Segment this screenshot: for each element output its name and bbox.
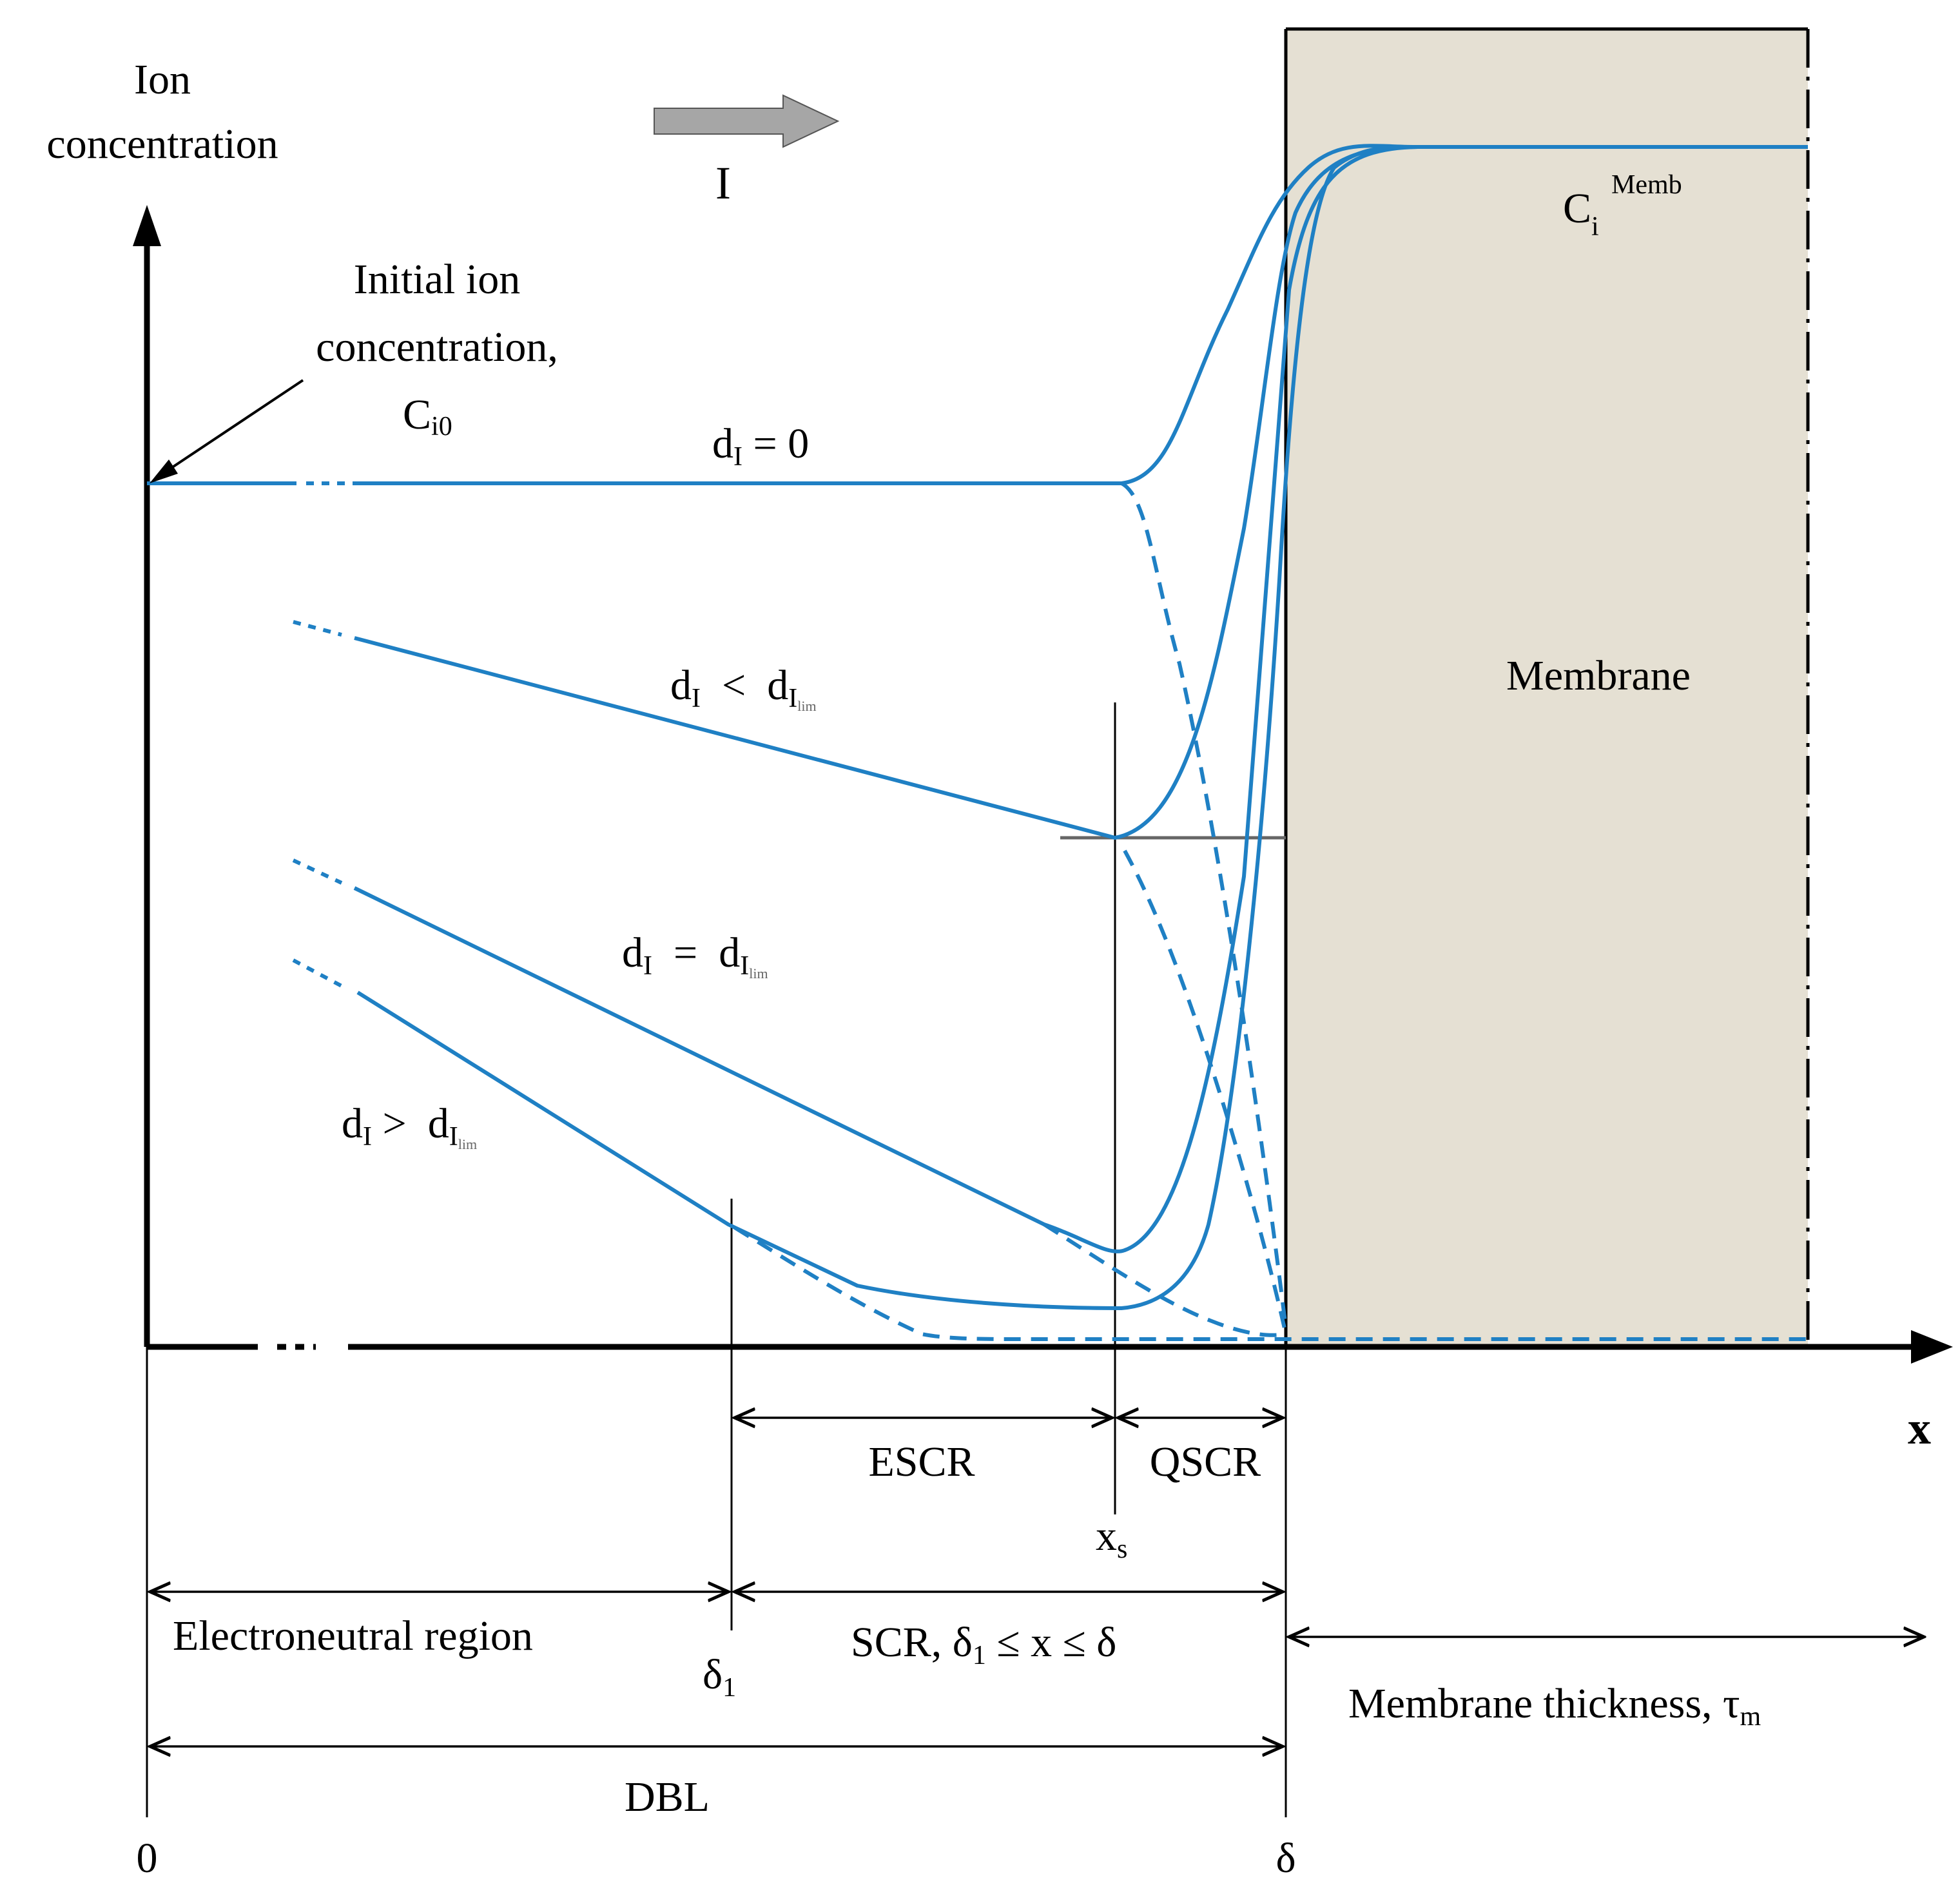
- initial-conc-pointer-head: [150, 459, 178, 483]
- x-axis-arrowhead: [1911, 1330, 1953, 1364]
- curve-c2: [353, 145, 1419, 1253]
- scr-label: SCR, δ1 ≤ x ≤ δ: [851, 1619, 1116, 1670]
- curve-c3-dots: [292, 958, 343, 988]
- curve-d0-dashed: [1120, 481, 1288, 1328]
- curve-c1-label: dI < dIlim: [670, 662, 817, 714]
- delta1-label: δ1: [703, 1651, 736, 1703]
- curve-c3-label: dI > dIlim: [342, 1100, 477, 1152]
- curve-c2-dashed: [1043, 1222, 1286, 1337]
- curve-d0-label: dI = 0: [712, 420, 809, 472]
- curve-d0: [354, 144, 1808, 485]
- y-axis-label-line1: Ion: [134, 56, 191, 103]
- escr-label: ESCR: [868, 1438, 975, 1485]
- initial-conc-pointer: [157, 379, 304, 478]
- membrane-thickness-label: Membrane thickness, τm: [1348, 1680, 1761, 1732]
- membrane-label: Membrane: [1506, 652, 1691, 699]
- y-axis-label-line2: concentration: [46, 121, 278, 168]
- initial-conc-line1: Initial ion: [354, 256, 520, 303]
- membrane-region: [1286, 29, 1808, 1347]
- curve-c3: [356, 145, 1419, 1311]
- curve-c1-dashed: [1123, 849, 1288, 1335]
- membrane-conc-sup: Memb: [1611, 170, 1682, 200]
- qscr-label: QSCR: [1150, 1438, 1261, 1485]
- curve-c1: [354, 145, 1419, 840]
- origin-label: 0: [137, 1835, 158, 1882]
- y-axis-arrowhead: [133, 205, 161, 246]
- curve-c2-dots: [292, 858, 343, 885]
- current-arrow: [654, 94, 840, 148]
- delta-label: δ: [1276, 1835, 1295, 1882]
- dbl-label: DBL: [625, 1773, 710, 1821]
- current-label: I: [715, 157, 731, 209]
- electroneutral-label: Electroneutral region: [173, 1612, 533, 1659]
- curve-c2-label: dI = dIlim: [622, 929, 768, 981]
- xs-label: xs: [1096, 1512, 1127, 1564]
- initial-conc-line2: concentration,: [316, 324, 558, 371]
- curve-c1-dots: [293, 620, 342, 637]
- x-axis-label: x: [1908, 1402, 1931, 1454]
- curve-c3-dashed: [733, 1226, 1808, 1341]
- initial-conc-symbol: Ci0: [403, 391, 452, 441]
- membrane-conc-symbol: Ci: [1563, 185, 1599, 242]
